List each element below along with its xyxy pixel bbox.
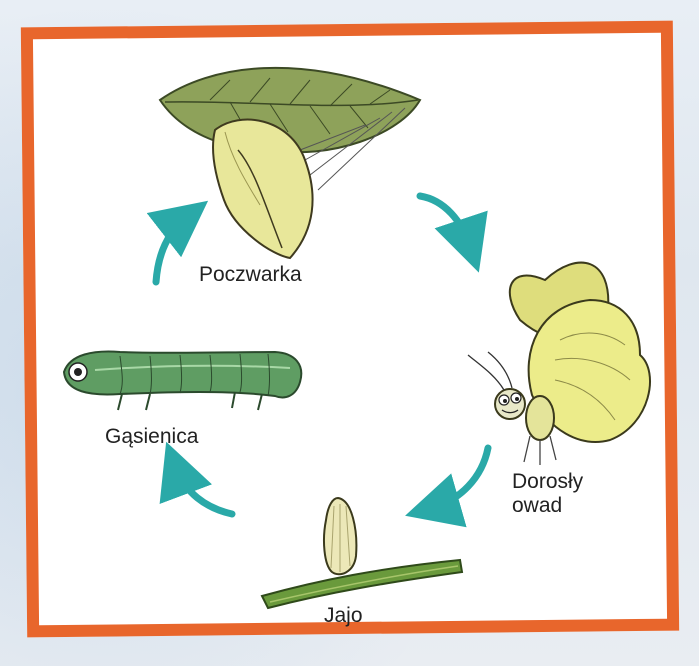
label-egg: Jajo <box>324 604 363 628</box>
label-caterpillar: Gąsienica <box>105 425 198 449</box>
label-adult: Dorosły owad <box>512 470 592 518</box>
caterpillar-body <box>64 352 301 398</box>
label-pupa: Poczwarka <box>199 263 302 287</box>
